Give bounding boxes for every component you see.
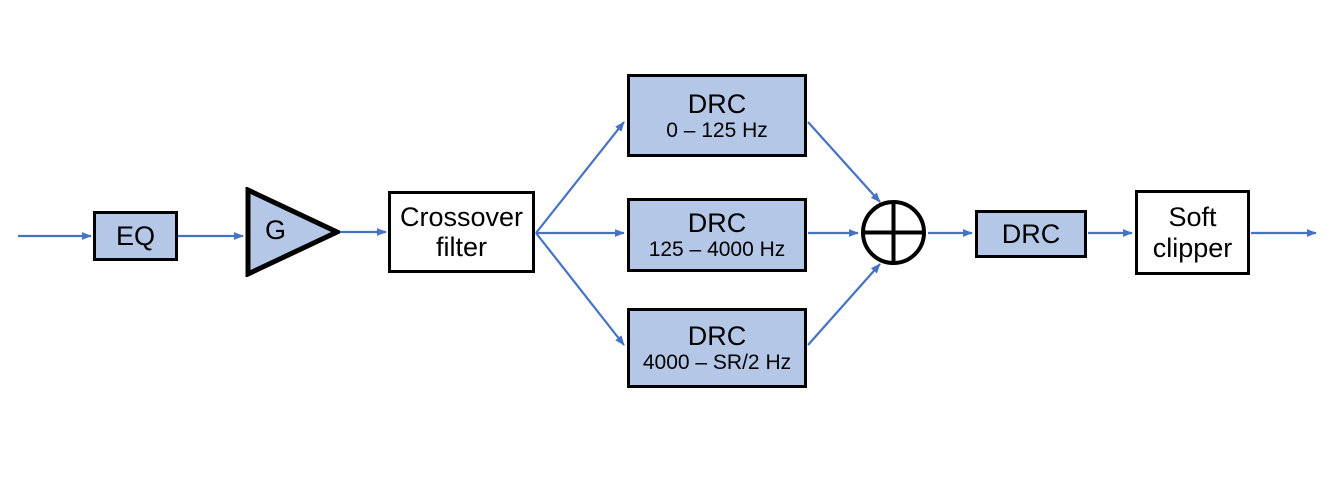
wire-crossover-to-drc-high: [535, 232, 625, 346]
block-soft-clipper[interactable]: Soft clipper: [1135, 190, 1250, 275]
block-crossover-filter[interactable]: Crossover filter: [388, 191, 535, 273]
block-drc-post-label: DRC: [1001, 218, 1061, 249]
block-drc-low-label: DRC: [687, 88, 747, 119]
block-gain[interactable]: G: [245, 186, 343, 278]
block-soft-clipper-label: Soft: [1168, 202, 1217, 233]
block-eq-label: EQ: [115, 220, 155, 251]
block-gain-label: G: [265, 215, 287, 245]
block-drc-mid-range: 125 – 4000 Hz: [648, 238, 786, 262]
block-drc-mid-label: DRC: [687, 208, 747, 239]
block-drc-high[interactable]: DRC 4000 – SR/2 Hz: [627, 308, 807, 388]
wire-drc-high-to-summing: [807, 263, 881, 346]
block-soft-clipper-sublabel: clipper: [1152, 232, 1233, 263]
gain-triangle-shape: [245, 186, 343, 278]
block-drc-mid[interactable]: DRC 125 – 4000 Hz: [627, 198, 807, 272]
block-drc-post[interactable]: DRC: [975, 210, 1087, 258]
block-drc-low-range: 0 – 125 Hz: [666, 118, 768, 142]
block-drc-low[interactable]: DRC 0 – 125 Hz: [627, 74, 807, 157]
block-drc-high-range: 4000 – SR/2 Hz: [642, 351, 792, 375]
wire-drc-low-to-summing: [807, 121, 881, 203]
block-eq[interactable]: EQ: [93, 211, 178, 261]
summing-junction[interactable]: [860, 199, 927, 266]
block-crossover-sublabel: filter: [435, 232, 487, 262]
block-crossover-label: Crossover: [399, 201, 524, 232]
block-drc-high-label: DRC: [687, 321, 747, 352]
wire-crossover-to-drc-low: [535, 121, 625, 234]
